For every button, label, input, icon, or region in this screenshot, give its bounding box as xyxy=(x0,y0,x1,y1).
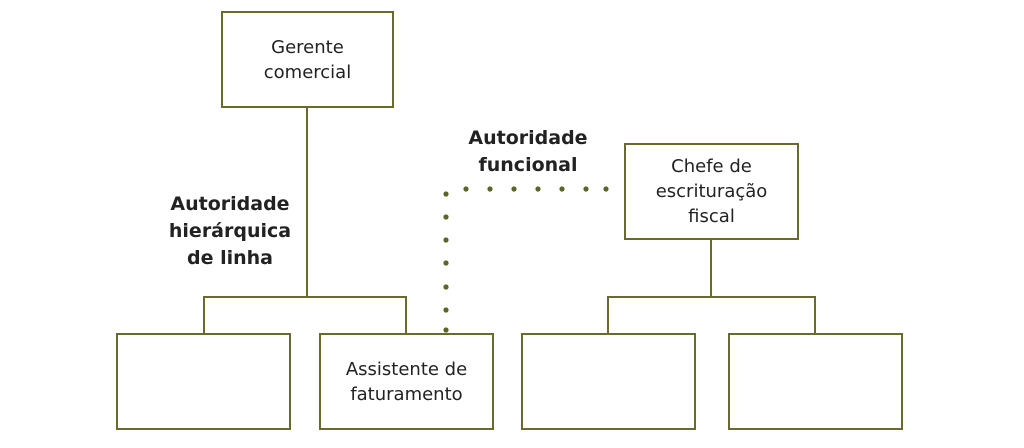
assistente-faturamento-box: Assistente de faturamento xyxy=(319,333,494,430)
label-autoridade-linha: Autoridade hierárquica de linha xyxy=(168,193,292,269)
empty-box-2 xyxy=(521,333,696,430)
empty-box-1 xyxy=(116,333,291,430)
chefe-escrituracao-text: Chefe de escrituração fiscal xyxy=(655,156,768,227)
gerente-comercial-box: Gerente comercial xyxy=(221,11,394,108)
empty-box-3 xyxy=(728,333,903,430)
assistente-faturamento-text: Assistente de faturamento xyxy=(345,358,468,405)
label-autoridade-funcional: Autoridade funcional xyxy=(468,127,588,176)
functional-authority-dotted-line xyxy=(443,186,609,333)
gerente-comercial-text: Gerente comercial xyxy=(263,36,352,83)
chefe-escrituracao-box: Chefe de escrituração fiscal xyxy=(624,143,799,240)
